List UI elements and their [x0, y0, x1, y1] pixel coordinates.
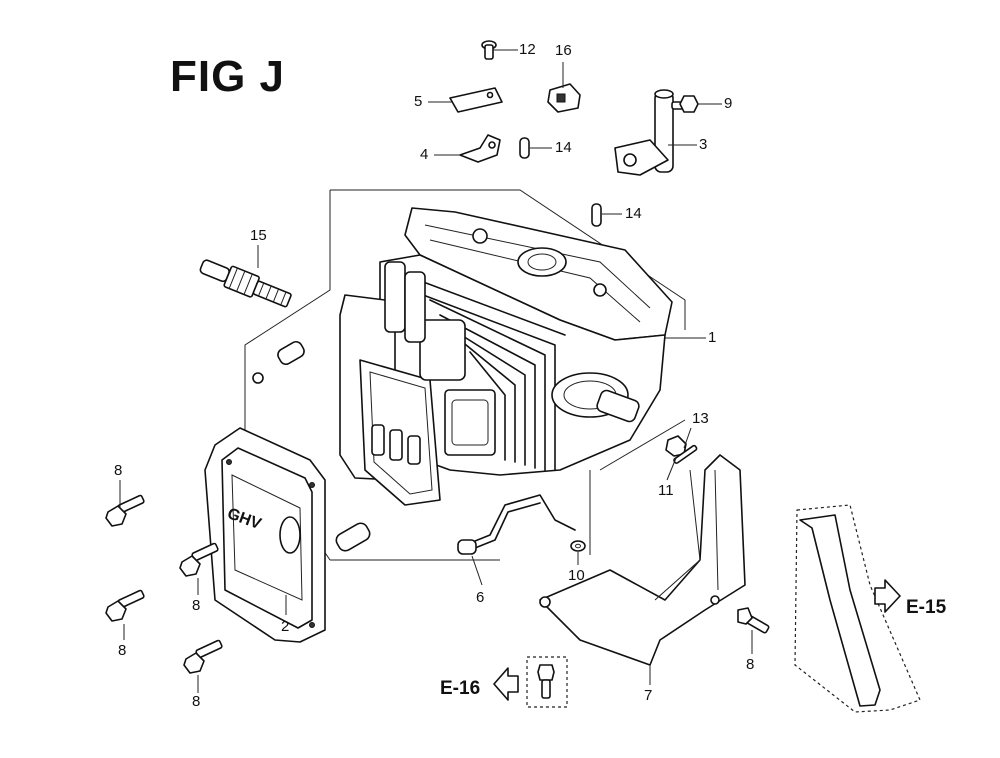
- rod-part-6: [457, 494, 576, 555]
- callout-7: 7: [644, 687, 653, 704]
- callout-15: 15: [250, 227, 267, 244]
- bolt-8-b: [179, 542, 219, 577]
- plate-part-5: [449, 87, 503, 113]
- head-cover: GHV: [204, 427, 326, 643]
- callout-8-d: 8: [192, 693, 201, 710]
- pin-14-b: [591, 203, 602, 227]
- callout-leader-lines: [119, 49, 753, 693]
- bolt-8-c: [105, 589, 145, 622]
- callout-16: 16: [555, 42, 572, 59]
- e16-reference-group: [493, 656, 568, 708]
- callout-8-e: 8: [746, 656, 755, 673]
- callout-1: 1: [708, 329, 717, 346]
- reference-e15: E-15: [906, 597, 947, 618]
- dowel-pin-left-bottom: [335, 522, 371, 552]
- callout-14-b: 14: [625, 205, 642, 222]
- guard-plate: [539, 454, 746, 666]
- callout-9: 9: [724, 95, 733, 112]
- dowel-pin-left-top: [252, 340, 305, 384]
- callout-8-a: 8: [114, 462, 123, 479]
- bolt-8-e: [737, 607, 770, 634]
- e15-reference-group: [794, 504, 921, 713]
- callout-12: 12: [519, 41, 536, 58]
- washer-part-10: [570, 540, 586, 552]
- figure-title: FIG J: [170, 52, 286, 101]
- callout-2: 2: [281, 618, 290, 635]
- callout-8-c: 8: [118, 642, 127, 659]
- callout-8-b: 8: [192, 597, 201, 614]
- pin-14-a: [519, 137, 530, 159]
- callout-14-a: 14: [555, 139, 572, 156]
- bolt-part-9: [671, 95, 699, 113]
- screw-part-12: [481, 40, 497, 60]
- callout-3: 3: [699, 136, 708, 153]
- clip-part-16: [547, 83, 581, 113]
- spark-plug: [199, 259, 292, 308]
- bolt-8-d: [183, 639, 223, 674]
- callout-11: 11: [658, 482, 674, 499]
- breather-pipe: [614, 89, 674, 176]
- bracket-part-4: [459, 134, 501, 163]
- callout-10: 10: [568, 567, 585, 584]
- reference-e16: E-16: [440, 678, 481, 699]
- callout-6: 6: [476, 589, 485, 606]
- bolt-8-a: [105, 494, 145, 527]
- callout-13: 13: [692, 410, 709, 427]
- callout-4: 4: [420, 146, 429, 163]
- callout-5: 5: [414, 93, 423, 110]
- cylinder-head-block: [339, 207, 673, 506]
